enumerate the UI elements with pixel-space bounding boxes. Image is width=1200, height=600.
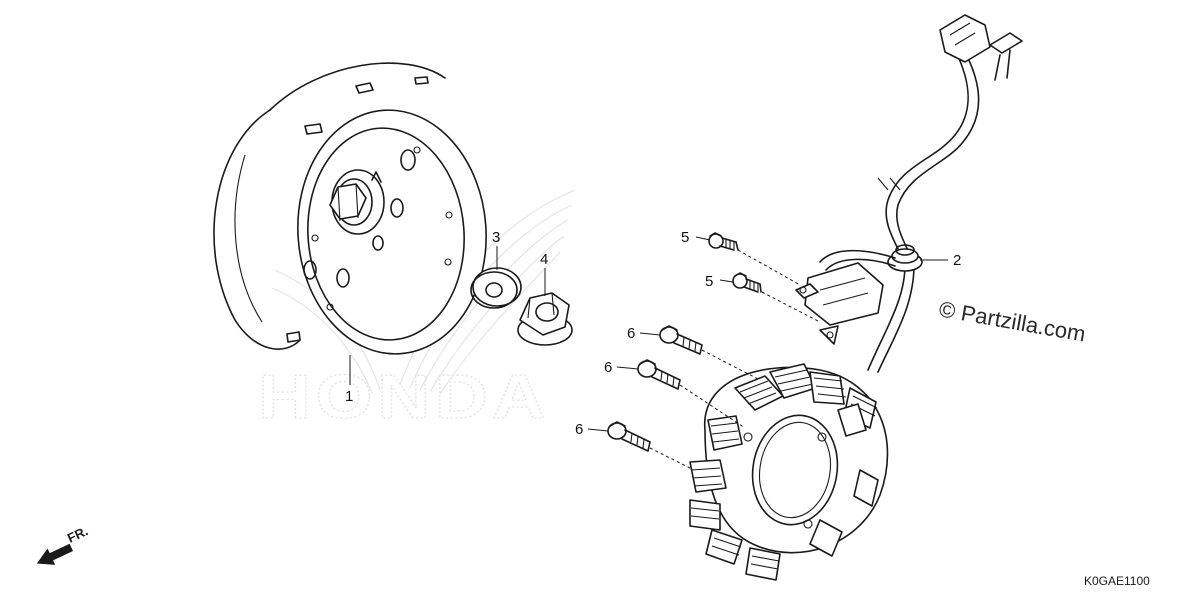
front-direction-label: FR. <box>65 523 90 545</box>
watermark-brand-text: HONDA <box>258 363 550 432</box>
callout-6-middle[interactable]: 6 <box>604 359 612 376</box>
leader-lines <box>349 236 948 469</box>
callout-6-bottom[interactable]: 6 <box>575 421 583 438</box>
stator-windings <box>689 363 879 581</box>
front-direction-indicator: FR. <box>36 523 90 565</box>
copyright-text: © Partzilla.com <box>937 296 1087 346</box>
callout-1[interactable]: 1 <box>345 388 353 405</box>
stator-assembly <box>689 14 1023 581</box>
bolt-5-upper <box>708 232 739 251</box>
flywheel-tabs <box>286 76 429 343</box>
flange-nut <box>517 292 573 346</box>
callout-5-upper[interactable]: 5 <box>681 229 689 246</box>
flywheel <box>213 62 487 355</box>
callout-labels: 1 2 3 4 5 5 6 6 6 <box>345 229 961 438</box>
callout-2[interactable]: 2 <box>953 252 961 269</box>
bolt-5-lower <box>732 272 762 293</box>
wiring-harness <box>819 14 1023 373</box>
stator-core <box>689 363 889 581</box>
front-arrow-icon <box>36 543 74 565</box>
bolt-6-middle <box>637 359 681 390</box>
harness-connector <box>939 14 1023 81</box>
diagram-code: K0GAE1100 <box>1084 574 1150 588</box>
callout-3[interactable]: 3 <box>492 229 500 246</box>
harness-grommet <box>887 244 923 272</box>
bolt-6-bottom <box>607 421 651 452</box>
callout-4[interactable]: 4 <box>540 251 548 268</box>
callout-5-lower[interactable]: 5 <box>705 273 713 290</box>
bolt-6-top <box>659 325 703 355</box>
pickup-coil <box>795 262 884 345</box>
honda-watermark: HONDA <box>257 189 576 433</box>
callout-6-top[interactable]: 6 <box>627 325 635 342</box>
